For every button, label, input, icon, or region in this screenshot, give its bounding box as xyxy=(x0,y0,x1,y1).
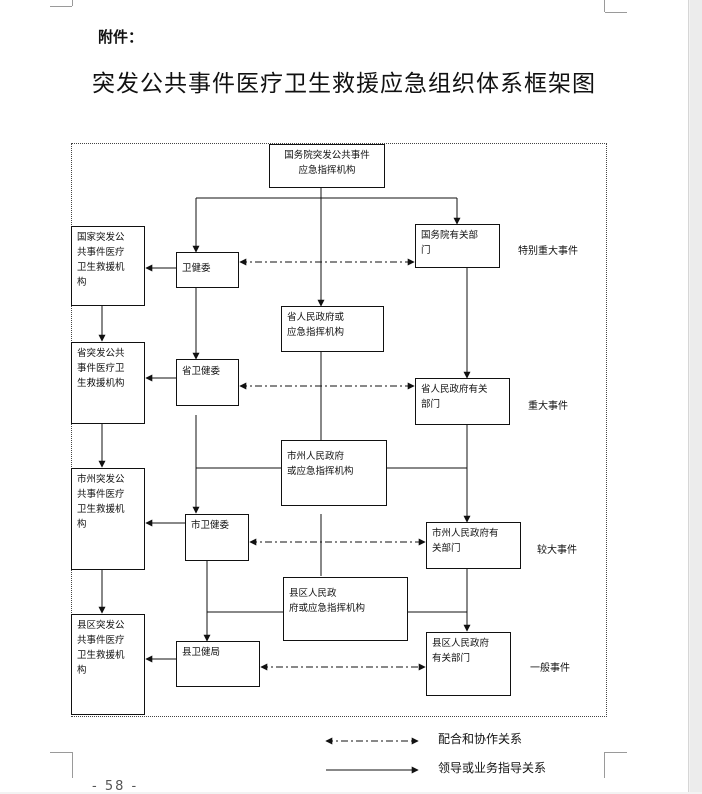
crop-mark-bottom-right xyxy=(605,752,627,753)
health-commission-box: 卫健委 xyxy=(176,252,239,288)
legend-cooperation-label: 配合和协作关系 xyxy=(438,732,523,746)
level-label-general: 一般事件 xyxy=(530,663,570,674)
county-rescue-agency-box: 县区突发公 共事件医疗 卫生救援机 构 xyxy=(71,614,145,715)
page-number: - 58 - xyxy=(92,779,139,794)
county-depts-box: 县区人民政府 有关部门 xyxy=(426,632,511,696)
city-rescue-agency-box: 市州突发公 共事件医疗 卫生救援机 构 xyxy=(71,468,145,570)
county-gov-box: 县区人民政 府或应急指挥机构 xyxy=(283,577,408,641)
attachment-heading: 附件： xyxy=(98,28,144,46)
crop-mark-bottom-right xyxy=(604,752,605,778)
crop-mark-top-right xyxy=(604,0,605,12)
provincial-health-box: 省卫健委 xyxy=(176,359,239,406)
city-gov-box: 市州人民政府 或应急指挥机构 xyxy=(281,440,387,506)
level-label-larger: 较大事件 xyxy=(537,545,577,556)
vertical-scrollbar[interactable] xyxy=(690,0,702,792)
county-health-box: 县卫健局 xyxy=(176,641,260,687)
provincial-rescue-agency-box: 省突发公共 事件医疗卫 生救援机构 xyxy=(71,342,145,424)
legend-leadership-label: 领导或业务指导关系 xyxy=(438,761,547,775)
city-depts-box: 市州人民政府有 关部门 xyxy=(426,522,521,569)
crop-mark-bottom-left xyxy=(72,752,73,778)
level-label-especially-major: 特别重大事件 xyxy=(518,246,578,257)
national-rescue-agency-box: 国家突发公 共事件医疗 卫生救援机 构 xyxy=(71,226,145,306)
city-health-box: 市卫健委 xyxy=(185,514,249,561)
provincial-depts-box: 省人民政府有关 部门 xyxy=(415,378,510,425)
crop-mark-top-right xyxy=(605,12,627,13)
crop-mark-top-left xyxy=(50,6,72,7)
page-title: 突发公共事件医疗卫生救援应急组织体系框架图 xyxy=(92,71,596,97)
crop-mark-top-left xyxy=(72,0,73,6)
state-council-command-box: 国务院突发公共事件 应急指挥机构 xyxy=(269,144,385,188)
diagram-frame xyxy=(71,143,607,717)
crop-mark-bottom-left xyxy=(50,752,72,753)
state-council-depts-box: 国务院有关部 门 xyxy=(415,224,500,268)
level-label-major: 重大事件 xyxy=(528,401,568,412)
provincial-gov-box: 省人民政府或 应急指挥机构 xyxy=(281,306,384,352)
